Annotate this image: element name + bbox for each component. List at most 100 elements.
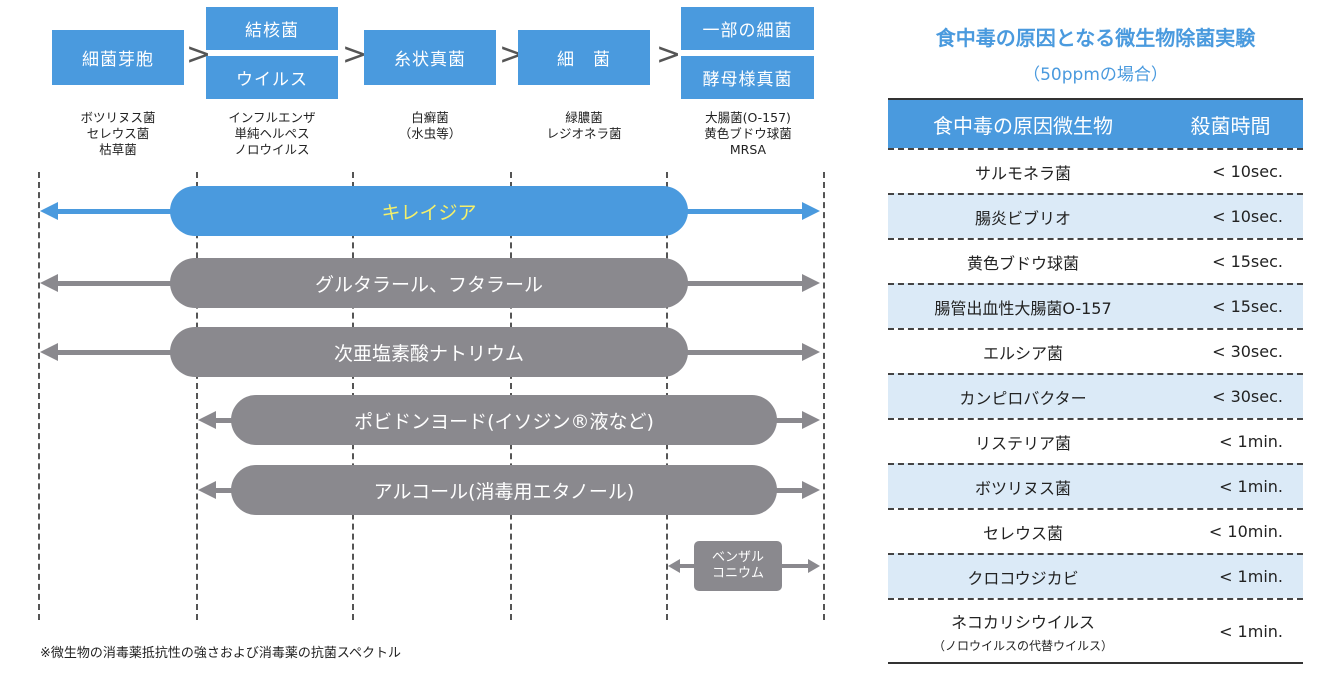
disinfectant-label: 次亜塩素酸ナトリウム [333, 342, 524, 365]
time-cell: < 30sec. [1212, 387, 1283, 406]
table-row: エルシア菌 < 30sec. [888, 328, 1303, 373]
header-organism: 食中毒の原因微生物 [933, 113, 1113, 138]
category-label: 酵母様真菌 [702, 70, 793, 90]
arrow-left-icon [40, 274, 58, 292]
disinfectant-pill: アルコール(消毒用エタノール) [231, 465, 777, 515]
organism-cell: サルモネラ菌 [974, 163, 1071, 183]
time-cell: < 10sec. [1212, 207, 1283, 226]
examples-some-bacteria: 大腸菌(O-157) 黄色ブドウ球菌 MRSA [676, 110, 820, 158]
time-cell: < 15sec. [1212, 252, 1283, 271]
arrow-right-icon [802, 202, 820, 220]
table-title: 食中毒の原因となる微生物除菌実験 [935, 26, 1256, 50]
example-item: 単純ヘルペス [234, 126, 310, 141]
table-row: セレウス菌 < 10min. [888, 508, 1303, 553]
disinfectant-label: ベンザル [711, 550, 764, 565]
time-cell: < 1min. [1219, 567, 1283, 586]
table-row: 黄色ブドウ球菌 < 15sec. [888, 238, 1303, 283]
example-item: 緑膿菌 [565, 110, 603, 125]
example-item: 黄色ブドウ球菌 [704, 126, 792, 141]
table-row: 腸管出血性大腸菌O-157 < 15sec. [888, 283, 1303, 328]
category-box-virus: ウイルス [206, 56, 338, 99]
organism-cell: カンピロバクター [959, 388, 1087, 408]
organism-name: ネコカリシウイルス [951, 612, 1095, 632]
example-item: レジオネラ菌 [546, 126, 622, 141]
examples-bacteria: 緑膿菌 レジオネラ菌 [514, 110, 654, 142]
examples-virus: インフルエンザ 単純ヘルペス ノロウイルス [200, 110, 344, 158]
organism-cell: 腸炎ビブリオ [974, 208, 1071, 228]
category-label: 一部の細菌 [702, 21, 793, 41]
time-cell: < 10sec. [1212, 162, 1283, 181]
disinfectant-pill: ポビドンヨード(イソジン®液など) [231, 395, 777, 445]
table-row: 腸炎ビブリオ < 10sec. [888, 193, 1303, 238]
disinfectant-pill: ベンザル コニウム [694, 541, 782, 591]
example-item: インフルエンザ [228, 110, 316, 125]
arrow-right-icon [802, 343, 820, 361]
category-label: 細 菌 [557, 50, 611, 70]
organism-cell: クロコウジカビ [967, 568, 1079, 588]
disinfectant-label: グルタラール、フタラール [314, 273, 543, 296]
example-item: セレウス菌 [86, 126, 150, 141]
table-subtitle: （50ppmの場合） [1023, 65, 1168, 85]
example-item: 白癬菌 [411, 110, 449, 125]
category-box-tuberculosis: 結核菌 [206, 7, 338, 50]
disinfectant-label: アルコール(消毒用エタノール) [373, 480, 635, 503]
table-row: カンピロバクター < 30sec. [888, 373, 1303, 418]
example-item: 大腸菌(O-157) [705, 110, 791, 125]
examples-bacterial-spores: ボツリヌス菌 セレウス菌 枯草菌 [48, 110, 188, 158]
arrow-left-icon [198, 411, 216, 429]
table-row: リステリア菌 < 1min. [888, 418, 1303, 463]
category-label: 細菌芽胞 [82, 50, 154, 70]
arrow-right-icon [802, 274, 820, 292]
arrow-right-icon [808, 559, 820, 573]
chevron-right-icon: > [656, 37, 682, 72]
category-box-yeast-fungi: 酵母様真菌 [681, 56, 814, 99]
organism-cell: ネコカリシウイルス （ノロウイルスの代替ウイルス） [888, 609, 1158, 654]
example-item: ボツリヌス菌 [80, 110, 156, 125]
organism-cell: 黄色ブドウ球菌 [966, 253, 1079, 273]
arrow-left-icon [198, 481, 216, 499]
category-box-bacteria: 細 菌 [518, 30, 650, 85]
time-cell: < 30sec. [1212, 342, 1283, 361]
category-box-filamentous-fungi: 糸状真菌 [364, 30, 496, 85]
time-cell: < 1min. [1219, 477, 1283, 496]
disinfectant-label: コニウム [711, 566, 764, 581]
chevron-right-icon: > [342, 37, 368, 72]
arrow-left-icon [40, 343, 58, 361]
example-item: MRSA [729, 142, 767, 157]
arrow-right-icon [802, 411, 820, 429]
category-label: ウイルス [236, 70, 308, 90]
time-cell: < 1min. [1219, 432, 1283, 451]
disinfectant-pill: 次亜塩素酸ナトリウム [170, 327, 688, 377]
column-divider [196, 172, 198, 620]
category-box-bacterial-spores: 細菌芽胞 [52, 30, 184, 85]
example-item: （水虫等） [398, 126, 462, 141]
category-box-some-bacteria: 一部の細菌 [681, 7, 814, 50]
header-time: 殺菌時間 [1190, 113, 1271, 138]
arrow-left-icon [40, 202, 58, 220]
table-row: ネコカリシウイルス （ノロウイルスの代替ウイルス） < 1min. [888, 598, 1303, 664]
organism-cell: エルシア菌 [982, 343, 1063, 363]
sterilization-table: 食中毒の原因微生物 殺菌時間 サルモネラ菌 < 10sec. 腸炎ビブリオ < … [888, 98, 1303, 664]
column-divider [38, 172, 40, 620]
organism-cell: 腸管出血性大腸菌O-157 [934, 298, 1112, 318]
column-divider [823, 172, 825, 620]
organism-note: （ノロウイルスの代替ウイルス） [932, 638, 1113, 653]
time-cell: < 1min. [1219, 621, 1283, 641]
disinfectant-label: ポビドンヨード(イソジン®液など) [354, 410, 654, 433]
table-row: ボツリヌス菌 < 1min. [888, 463, 1303, 508]
time-cell: < 10min. [1208, 522, 1283, 541]
footnote: ※微生物の消毒薬抵抗性の強さおよび消毒薬の抗菌スペクトル [40, 646, 401, 661]
disinfectant-pill: キレイジア [170, 186, 688, 236]
organism-cell: セレウス菌 [982, 523, 1063, 543]
category-label: 糸状真菌 [394, 50, 466, 70]
disinfectant-pill: グルタラール、フタラール [170, 258, 688, 308]
arrow-right-icon [802, 481, 820, 499]
time-cell: < 15sec. [1212, 297, 1283, 316]
arrow-left-icon [668, 559, 680, 573]
table-row: クロコウジカビ < 1min. [888, 553, 1303, 598]
example-item: ノロウイルス [234, 142, 310, 157]
organism-cell: リステリア菌 [974, 433, 1071, 453]
table-row: サルモネラ菌 < 10sec. [888, 148, 1303, 193]
category-label: 結核菌 [245, 21, 299, 41]
table-header: 食中毒の原因微生物 殺菌時間 [888, 98, 1303, 148]
